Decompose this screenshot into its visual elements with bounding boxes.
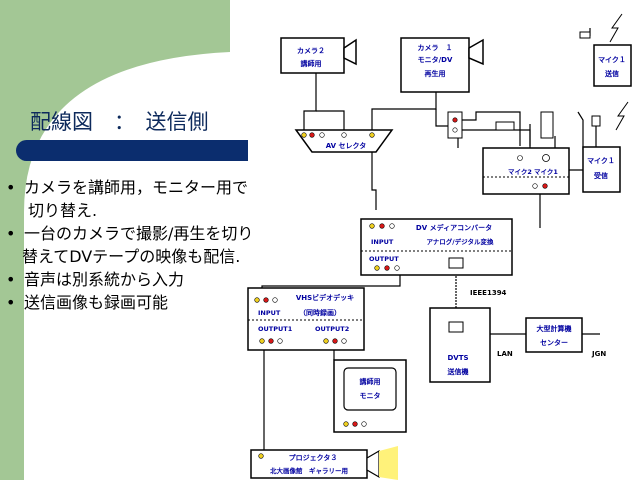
plug-icon bbox=[540, 111, 554, 139]
av-selector: AV セレクタ bbox=[294, 129, 394, 153]
bullet-dot: • bbox=[6, 178, 16, 197]
ieee1394-label: IEEE1394 bbox=[470, 289, 507, 297]
vhs-title: VHSビデオデッキ bbox=[296, 293, 354, 302]
dvts-sublabel: 送信機 bbox=[447, 367, 469, 376]
computing-center: 大型計算機 センター bbox=[525, 317, 583, 353]
mic-rx-label: マイク１ bbox=[587, 156, 615, 165]
projector-lens-icon bbox=[366, 449, 380, 479]
camera-1-sublabel: 再生用 bbox=[425, 69, 446, 78]
bullet-text: 切り替え. bbox=[28, 201, 98, 220]
camera-2-label: カメラ２ bbox=[297, 46, 325, 55]
slide-title: 配線図 ： 送信側 bbox=[30, 110, 209, 134]
projector-light-beam bbox=[379, 446, 398, 480]
bullet-item: • 送信画像も録画可能 bbox=[6, 291, 326, 314]
camera-1-label: カメラ １ bbox=[418, 43, 453, 52]
center-sublabel: センター bbox=[540, 338, 568, 347]
title-underline-bar bbox=[16, 140, 248, 161]
projector-label: プロジェクタ３ bbox=[289, 453, 338, 462]
dv-converter-title: DV メディアコンバータ bbox=[416, 223, 492, 232]
mic-tx-label: マイク１ bbox=[598, 55, 626, 64]
bullet-continuation: 切り替え. bbox=[6, 199, 326, 222]
projector-sublabel: 北大画像館 ギャラリー用 bbox=[270, 466, 348, 475]
bullet-text: カメラを講師用，モニター用で bbox=[24, 178, 249, 197]
center-label: 大型計算機 bbox=[537, 324, 572, 333]
instructor-monitor: 講師用 モニタ bbox=[333, 359, 407, 433]
bullet-text: 替えてDVテープの映像も配信. bbox=[22, 247, 241, 266]
vhs-deck: VHSビデオデッキ INPUT （同時録画） OUTPUT1 OUTPUT2 bbox=[247, 287, 365, 351]
bullet-item: • 一台のカメラで撮影/再生を切り bbox=[6, 222, 326, 245]
dvts-label: DVTS bbox=[447, 354, 468, 362]
bullet-dot: • bbox=[6, 293, 16, 312]
wire bbox=[435, 109, 448, 127]
lan-label: LAN bbox=[497, 350, 513, 358]
bullet-continuation: 替えてDVテープの映像も配信. bbox=[6, 245, 326, 268]
bullet-text: 送信画像も録画可能 bbox=[24, 293, 169, 312]
camera-1: カメラ １ モニタ/DV 再生用 bbox=[400, 37, 484, 93]
projector-3: プロジェクタ３ 北大画像館 ギャラリー用 bbox=[250, 446, 398, 480]
vhs-output2-label: OUTPUT2 bbox=[315, 325, 349, 333]
bullet-text: 音声は別系統から入力 bbox=[24, 270, 185, 289]
firewire-port-icon bbox=[448, 257, 464, 269]
av-selector-label: AV セレクタ bbox=[326, 141, 367, 150]
dv-converter-subtitle: アナログ/デジタル変換 bbox=[426, 237, 494, 246]
wire bbox=[577, 111, 584, 150]
bullet-item: • カメラを講師用，モニター用で bbox=[6, 176, 326, 199]
audio-mixer: マイク2 マイク1 bbox=[482, 147, 570, 195]
microphone-1-receiver: マイク１ 受信 bbox=[582, 101, 629, 193]
firewire-port-icon bbox=[448, 321, 464, 333]
mixer-mic1-label: マイク1 bbox=[534, 167, 558, 176]
wire bbox=[371, 92, 437, 130]
dv-media-converter: DV メディアコンバータ INPUT アナログ/デジタル変換 OUTPUT bbox=[360, 218, 513, 276]
dvts-transmitter: DVTS 送信機 bbox=[429, 307, 491, 383]
bullet-dot: • bbox=[6, 270, 16, 289]
vhs-input-label: INPUT bbox=[258, 309, 281, 317]
wire bbox=[316, 110, 345, 130]
camera-2: カメラ２ 講師用 bbox=[280, 37, 357, 74]
dv-converter-output-label: OUTPUT bbox=[369, 255, 399, 263]
jgn-label: JGN bbox=[591, 350, 606, 358]
camera-1-sublabel: モニタ/DV bbox=[418, 55, 453, 64]
bullet-dot: • bbox=[6, 224, 16, 243]
vhs-subtitle: （同時録画） bbox=[299, 308, 341, 317]
bullet-text: 一台のカメラで撮影/再生を切り bbox=[24, 224, 254, 243]
wire bbox=[371, 152, 377, 210]
camera-lens-icon bbox=[343, 38, 357, 66]
connector-icon bbox=[591, 115, 601, 127]
plug-icon bbox=[495, 121, 515, 131]
dv-converter-input-label: INPUT bbox=[371, 238, 394, 246]
mixer-mic2-label: マイク2 bbox=[508, 167, 532, 176]
wire bbox=[462, 111, 521, 146]
camera-2-sublabel: 講師用 bbox=[301, 59, 322, 68]
antenna-icon bbox=[609, 13, 623, 43]
wire bbox=[303, 73, 317, 130]
monitor-label: 講師用 bbox=[360, 377, 381, 386]
monitor-sublabel: モニタ bbox=[360, 391, 381, 400]
camera-lens-icon bbox=[468, 38, 484, 66]
splitter bbox=[447, 111, 554, 139]
antenna-icon bbox=[615, 101, 629, 131]
microphone-1-transmitter: マイク１ 送信 bbox=[579, 13, 632, 87]
vhs-output1-label: OUTPUT1 bbox=[258, 325, 293, 333]
mic-rx-sublabel: 受信 bbox=[594, 171, 608, 180]
bullet-list: • カメラを講師用，モニター用で 切り替え. • 一台のカメラで撮影/再生を切り 替… bbox=[6, 176, 326, 314]
mic-tx-sublabel: 送信 bbox=[604, 69, 619, 78]
connector-icon bbox=[579, 31, 591, 39]
bullet-item: • 音声は別系統から入力 bbox=[6, 268, 326, 291]
